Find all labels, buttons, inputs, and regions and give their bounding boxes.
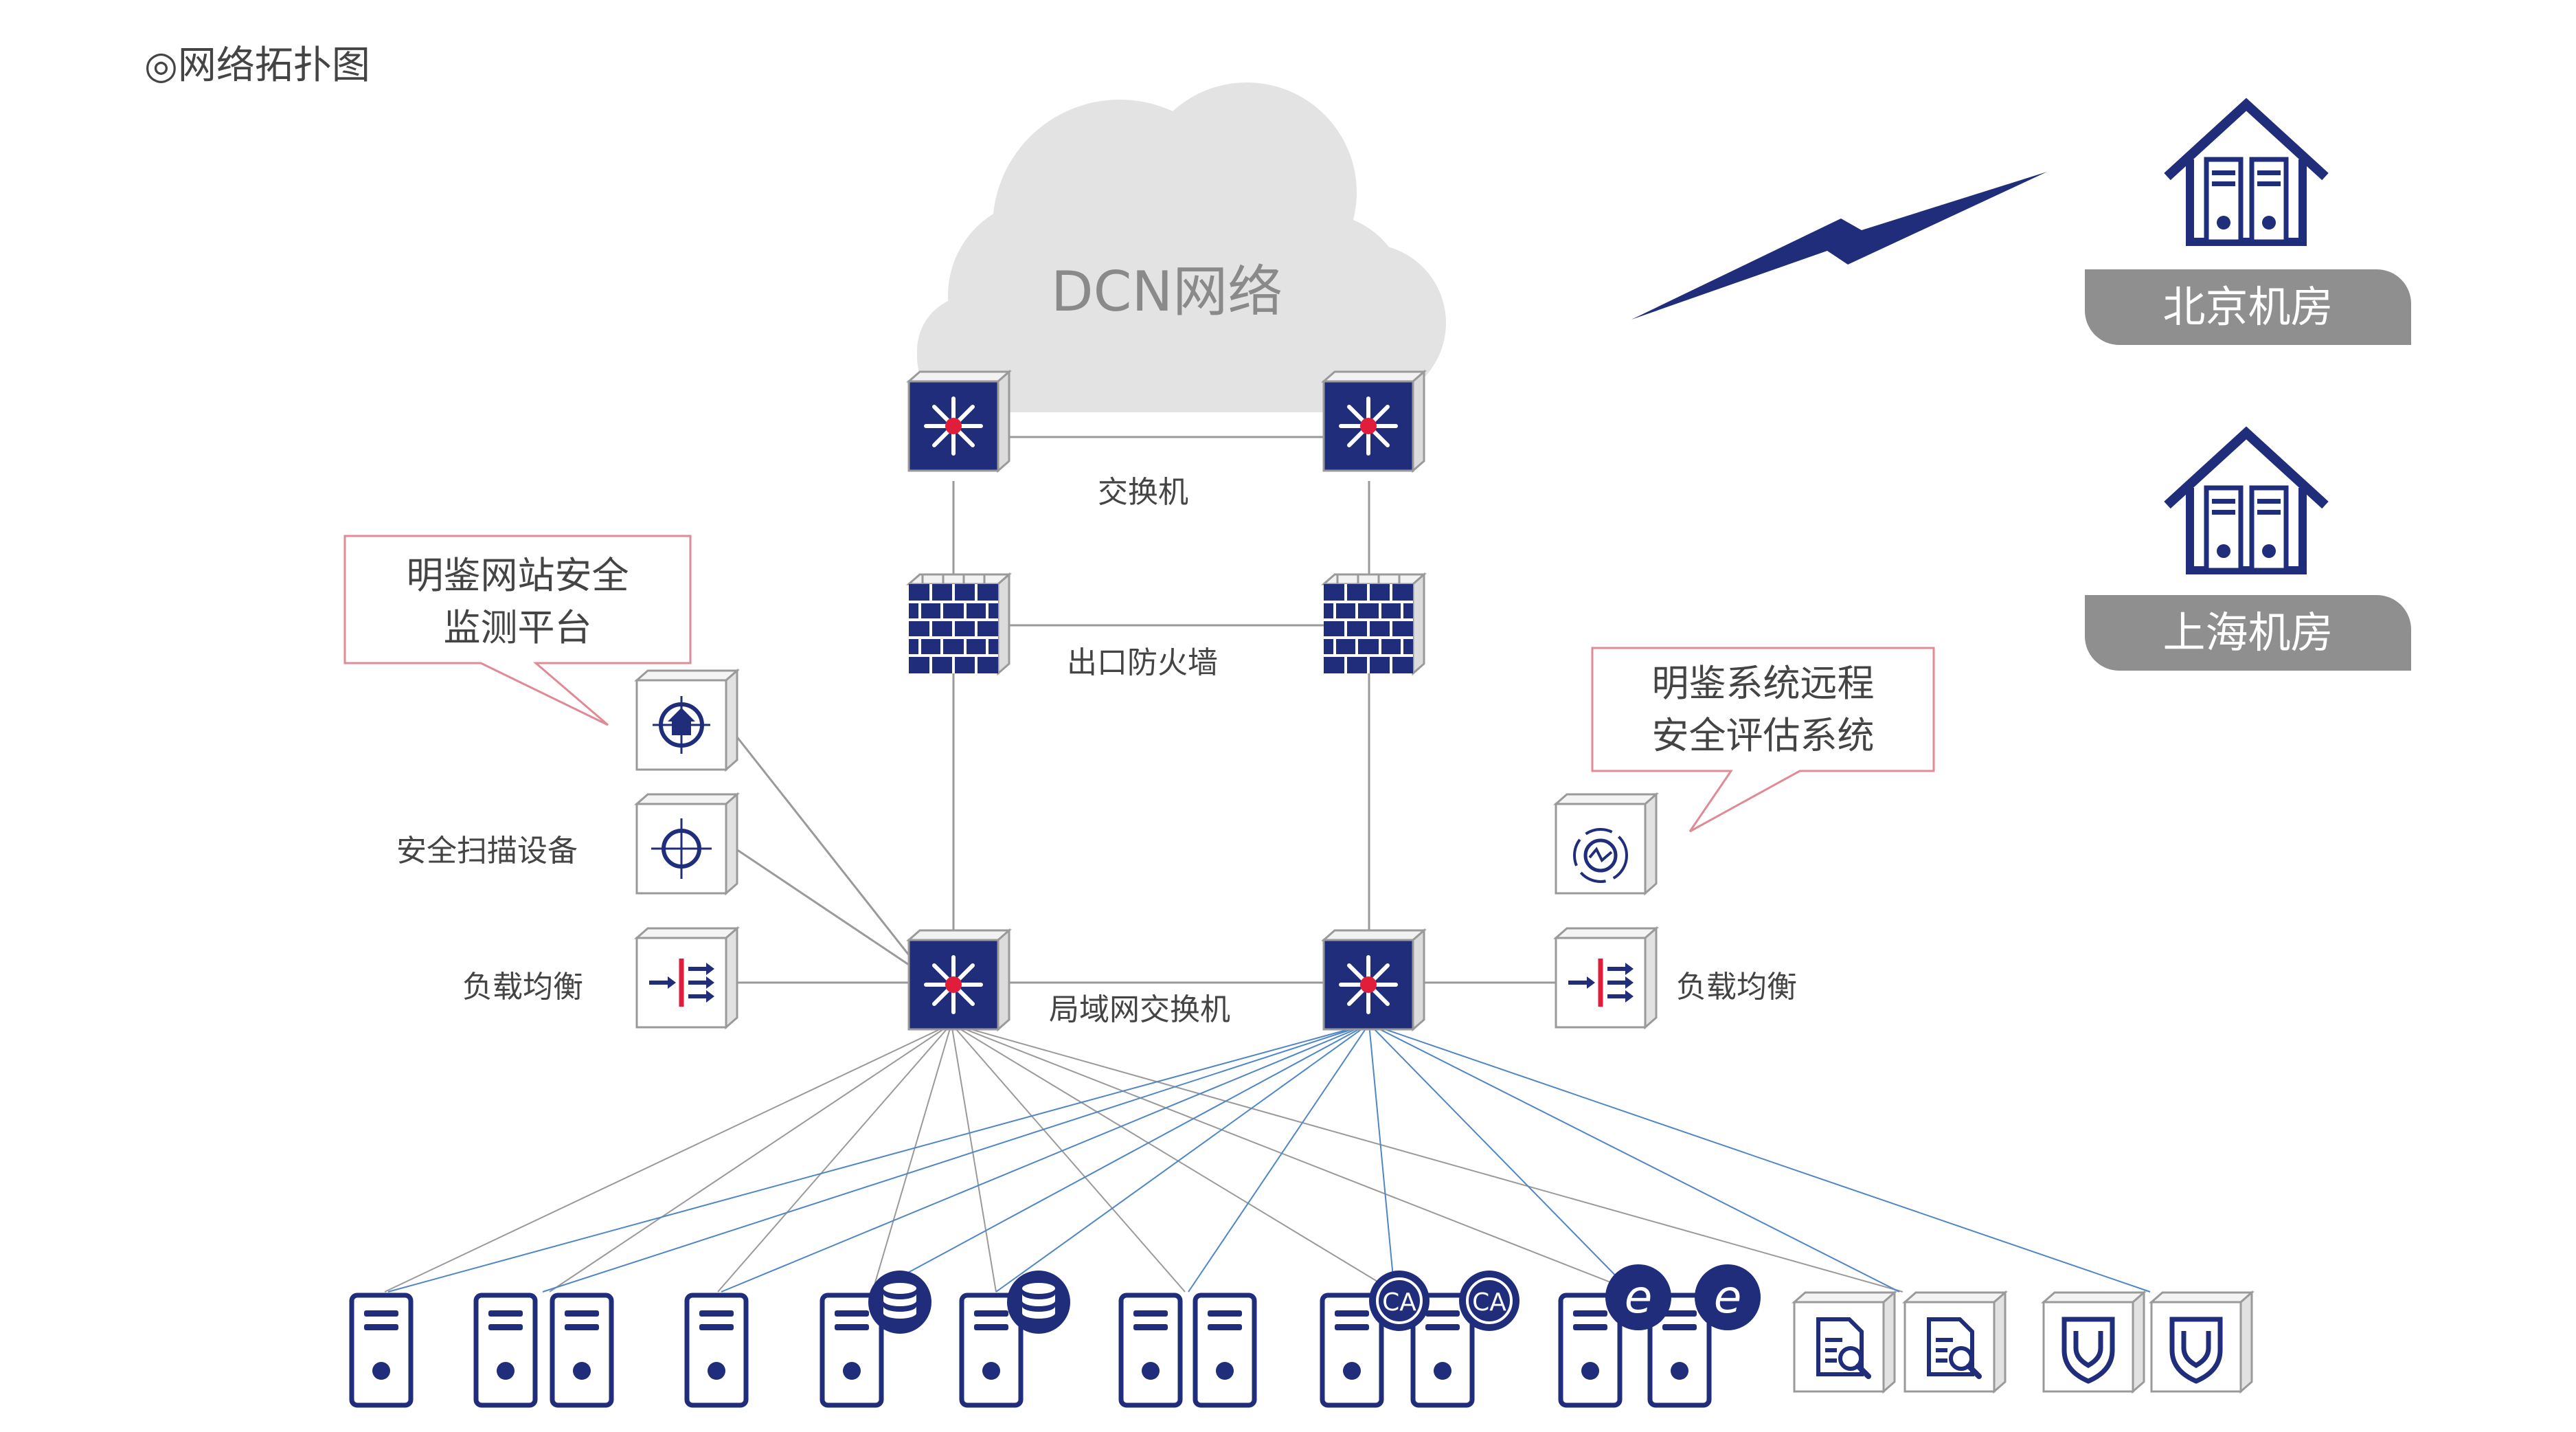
ca-badge-1: CA: [1369, 1271, 1430, 1331]
shield-icon: [2151, 1293, 2252, 1391]
ie-badge-text: e: [1625, 1271, 1653, 1323]
doc-search-icon: [1905, 1293, 2005, 1391]
core-switch-right-icon: [1324, 372, 1424, 471]
scanner-device-icon: [635, 793, 738, 895]
ca-badge-2: CA: [1459, 1271, 1519, 1331]
load-balancer-left-label: 负载均衡: [462, 970, 583, 1005]
web-monitor-device-icon: [635, 669, 738, 771]
core-switch-left-icon: [909, 372, 1009, 471]
assessment-device-icon: [1555, 793, 1658, 895]
firewall-right-icon: [1322, 573, 1425, 675]
server-icon: [552, 1295, 611, 1405]
callout-left-line2: 监测平台: [443, 606, 592, 649]
database-icon: [1007, 1271, 1070, 1334]
ca-badge-text: CA: [1382, 1288, 1416, 1317]
server-icon: [476, 1295, 535, 1405]
room-label-shanghai: 上海机房: [2085, 595, 2411, 671]
dcn-cloud: [917, 82, 1446, 412]
shanghai-building-icon: [2167, 433, 2325, 570]
load-balancer-right-label: 负载均衡: [1676, 970, 1797, 1005]
load-balancer-left-icon: [635, 927, 738, 1029]
shield-icon: [2044, 1293, 2144, 1391]
server-icon: [687, 1295, 746, 1405]
ie-badge-text: e: [1714, 1271, 1742, 1323]
database-icon: [868, 1271, 931, 1334]
backbone-links: [729, 436, 1556, 984]
page-title: ◎网络拓扑图: [144, 43, 370, 88]
callout-left-line1: 明鉴网站安全: [406, 554, 629, 597]
cloud-label: DCN网络: [1051, 260, 1283, 324]
beijing-building-icon: [2167, 104, 2325, 242]
server-icon: [352, 1295, 411, 1405]
firewall-label: 出口防火墙: [1067, 645, 1218, 680]
server-icon: [1195, 1295, 1254, 1405]
room-label-beijing: 北京机房: [2085, 269, 2411, 345]
callout-right-box: [1591, 647, 1935, 833]
callout-right-text: 明鉴系统远程 安全评估系统: [1592, 658, 1934, 762]
firewall-left-icon: [907, 573, 1010, 675]
lan-switch-right-icon: [1324, 930, 1424, 1029]
callout-right-line1: 明鉴系统远程: [1651, 662, 1875, 705]
lan-switch-left-icon: [909, 930, 1009, 1029]
lan-switch-label: 局域网交换机: [1049, 992, 1230, 1027]
ie-badge-1: e: [1605, 1264, 1671, 1330]
callout-right-line2: 安全评估系统: [1651, 714, 1875, 757]
ca-badge-text: CA: [1472, 1288, 1506, 1317]
switch-label: 交换机: [1098, 475, 1188, 510]
left-switch-fanout: [384, 1023, 1903, 1293]
lightning-icon: [1631, 172, 2047, 320]
scanner-label: 安全扫描设备: [396, 834, 578, 869]
callout-left-text: 明鉴网站安全 监测平台: [345, 550, 690, 654]
load-balancer-right-icon: [1555, 927, 1658, 1029]
callout-left-box: [343, 535, 692, 726]
server-icon: [1121, 1295, 1180, 1405]
right-switch-fanout: [387, 1023, 2151, 1293]
doc-search-icon: [1794, 1293, 1895, 1391]
ie-badge-2: e: [1695, 1264, 1761, 1330]
